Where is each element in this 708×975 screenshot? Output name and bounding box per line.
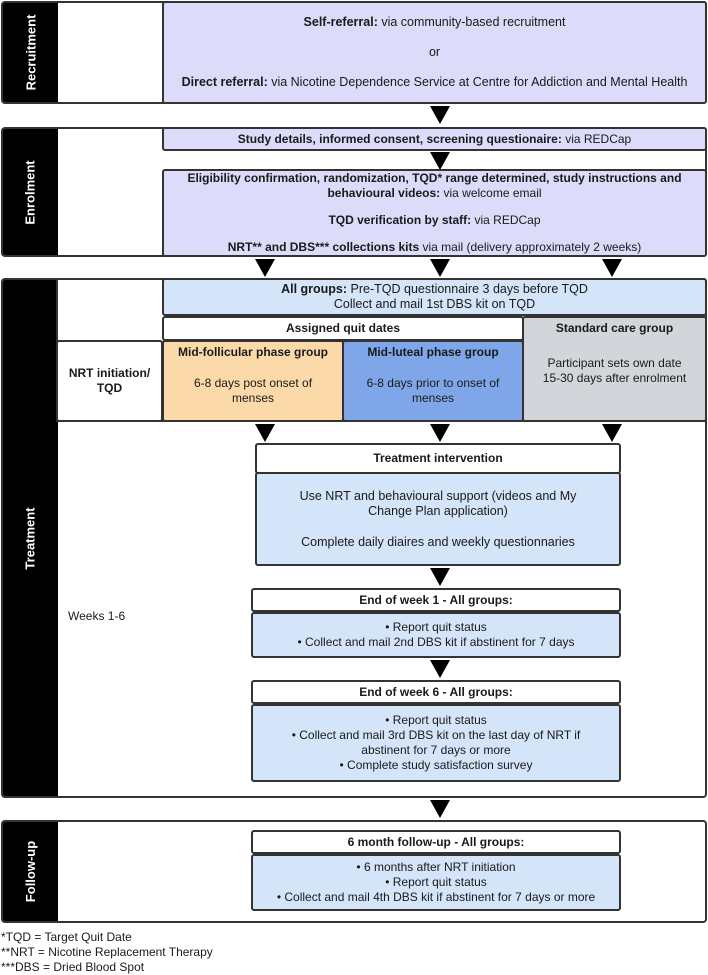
eligibility-box: Eligibility confirmation, randomization,… (162, 169, 707, 257)
followup-body-box: • 6 months after NRT initiation • Report… (251, 854, 621, 911)
nrt-initiation-label: NRT initiation/ TQD (56, 340, 163, 422)
arrow-down (430, 800, 450, 818)
assigned-quit-dates-box: Assigned quit dates (162, 316, 524, 341)
week1-title-box: End of week 1 - All groups: (251, 588, 621, 612)
arrow-down (430, 424, 450, 442)
recruitment-box: Self-referral: via community-based recru… (162, 1, 707, 104)
footnote-tqd: *TQD = Target Quit Date (1, 930, 132, 944)
standard-care-box: Standard care group Participant sets own… (522, 316, 707, 422)
intervention-title-box: Treatment intervention (255, 443, 621, 474)
arrow-down (602, 259, 622, 277)
enrolment-stage-label: Enrolment (3, 129, 58, 255)
arrow-down (255, 424, 275, 442)
arrow-down (430, 259, 450, 277)
week6-body-box: • Report quit status • Collect and mail … (251, 704, 621, 782)
arrow-down (430, 660, 450, 678)
arrow-down (430, 152, 450, 170)
followup-stage-label: Follow-up (3, 822, 58, 921)
arrow-down (255, 259, 275, 277)
intervention-body-box: Use NRT and behavioural support (videos … (255, 472, 621, 566)
treatment-stage-label: Treatment (3, 280, 58, 796)
footnote-nrt: **NRT = Nicotine Replacement Therapy (1, 945, 213, 959)
arrow-down (430, 568, 450, 586)
week6-title-box: End of week 6 - All groups: (251, 680, 621, 704)
study-details-box: Study details, informed consent, screeni… (162, 127, 707, 151)
recruitment-stage-label: Recruitment (3, 3, 58, 102)
weeks-label: Weeks 1-6 (68, 609, 126, 623)
arrow-down (430, 106, 450, 124)
followup-title-box: 6 month follow-up - All groups: (251, 830, 621, 854)
follicular-group-box: Mid-follicular phase group 6-8 days post… (162, 340, 344, 422)
footnote-dbs: ***DBS = Dried Blood Spot (1, 960, 145, 974)
luteal-group-box: Mid-luteal phase group 6-8 days prior to… (342, 340, 524, 422)
week1-body-box: • Report quit status • Collect and mail … (251, 612, 621, 658)
all-groups-box: All groups: Pre-TQD questionnaire 3 days… (162, 278, 707, 316)
arrow-down (602, 424, 622, 442)
